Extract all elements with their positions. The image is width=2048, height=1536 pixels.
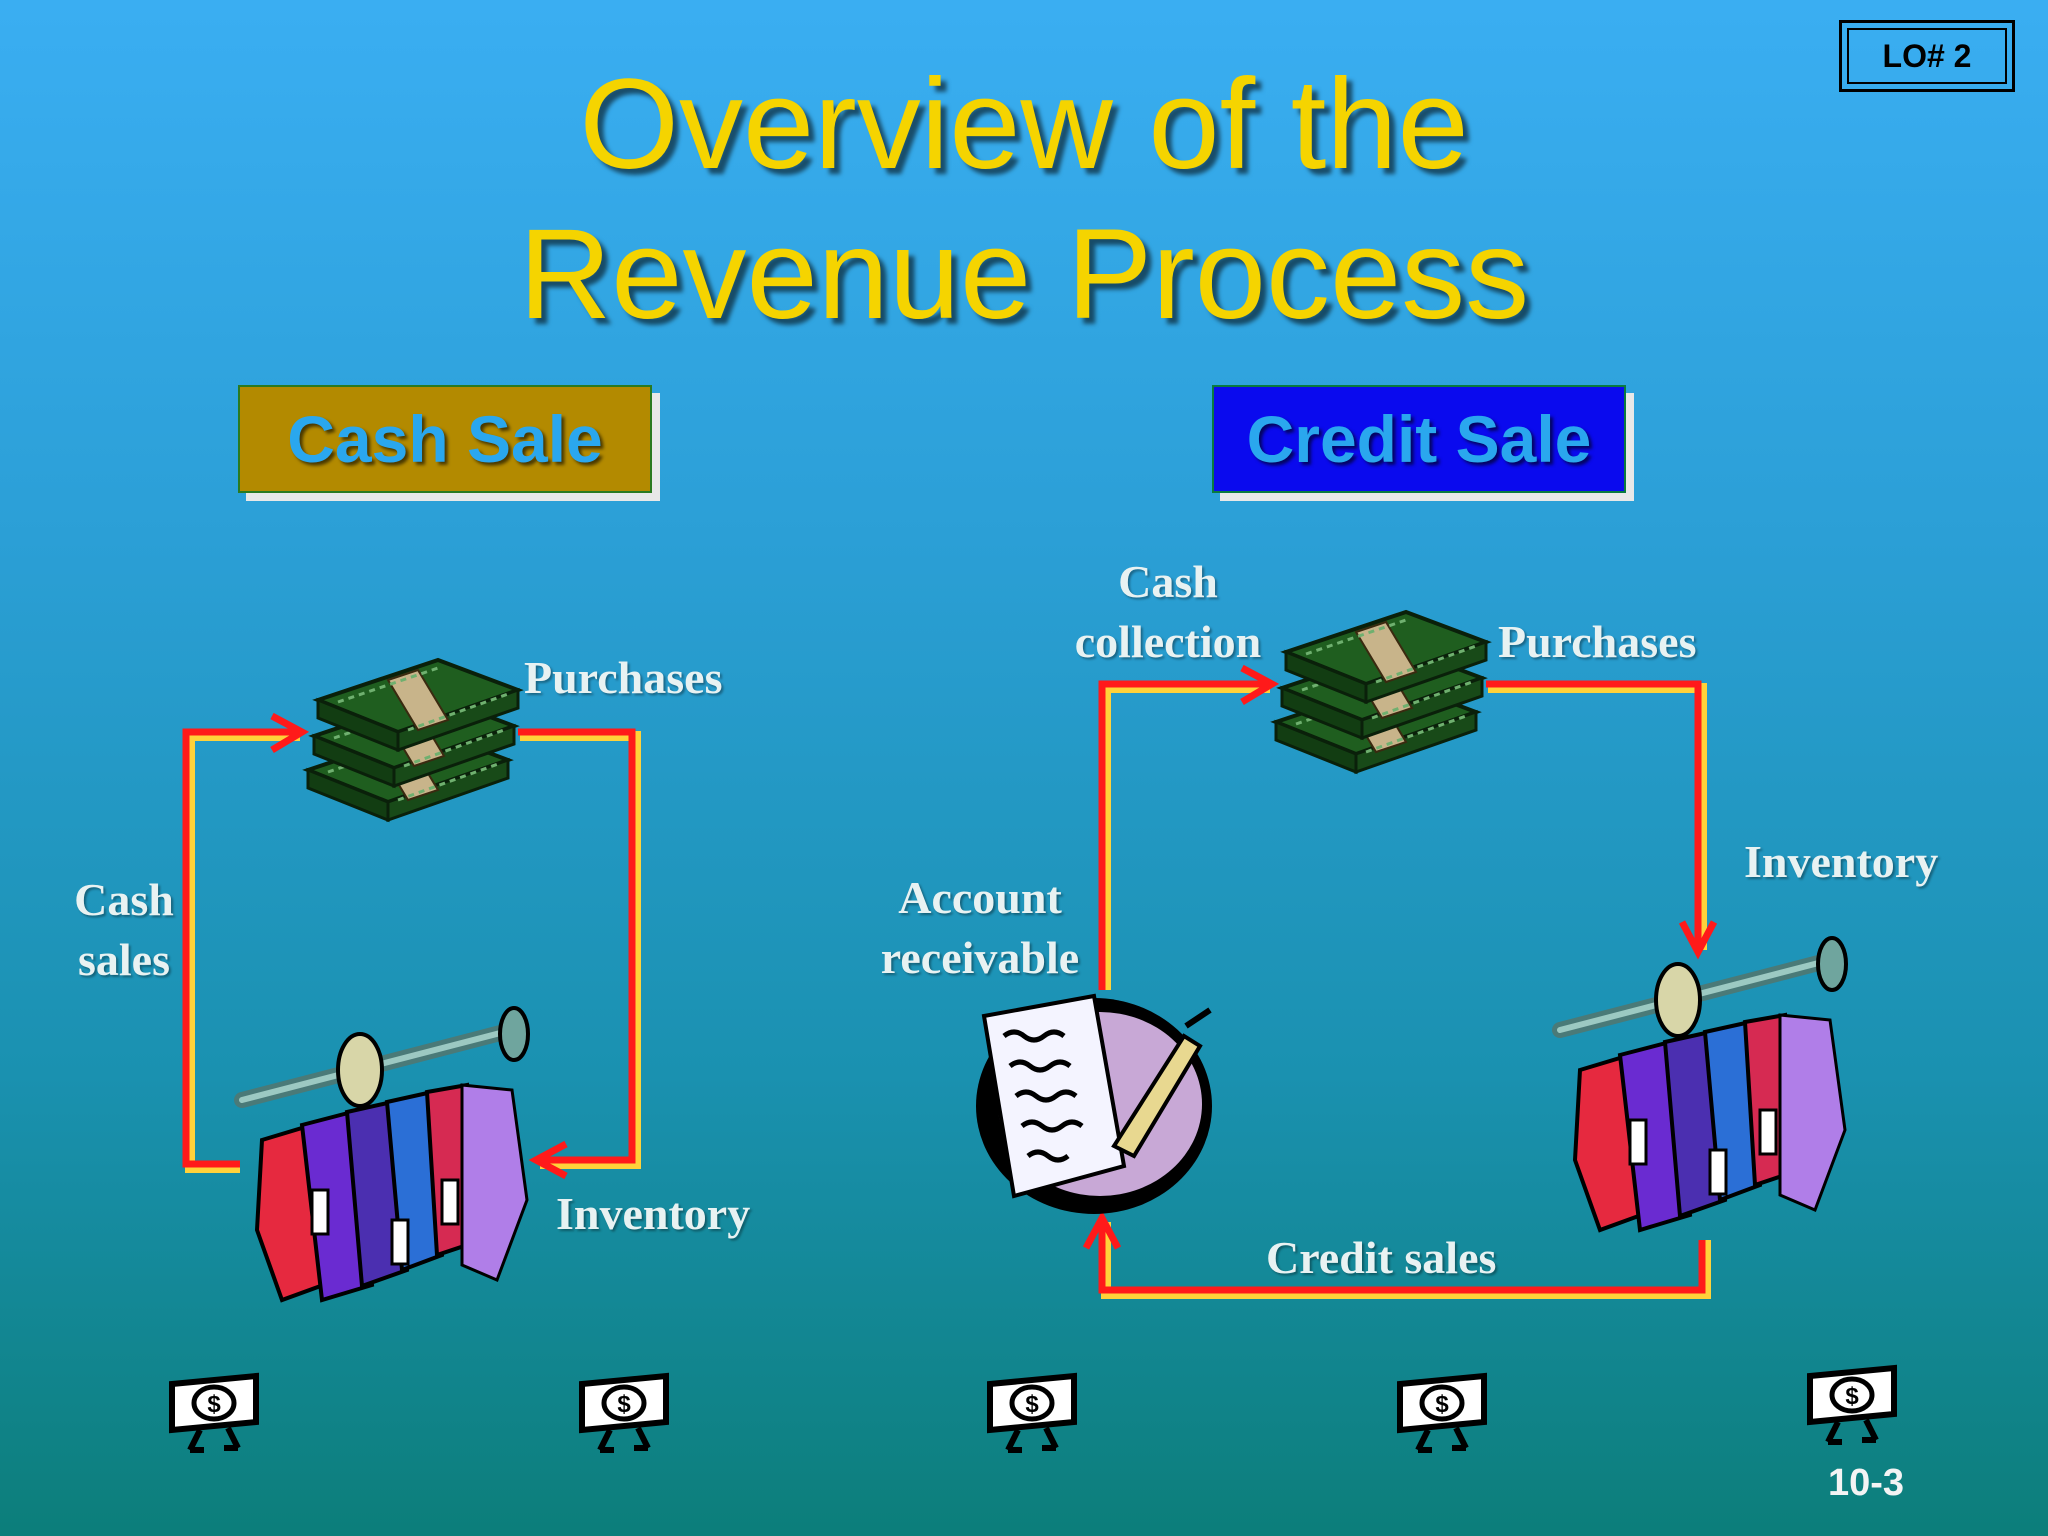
cash-collection-label: Cash collection: [1048, 552, 1288, 672]
lo-badge: LO# 2: [1839, 20, 2015, 92]
credit-sales-label: Credit sales: [1266, 1232, 1497, 1283]
cash-sales-label: Cash sales: [56, 870, 192, 990]
dollar-walking-icon: [1810, 1368, 1894, 1442]
money-stack-icon: [1276, 612, 1486, 772]
slide-title: Overview of the Revenue Process: [0, 50, 2048, 350]
cash-collection-label-line2: collection: [1074, 616, 1262, 667]
credit-inventory-label: Inventory: [1744, 836, 1939, 887]
credit-sale-heading: Credit Sale: [1212, 385, 1626, 493]
cash-purchases-label: Purchases: [524, 652, 723, 703]
slide-title-text: Overview of the Revenue Process: [518, 53, 1530, 346]
lo-badge-text: LO# 2: [1847, 28, 2007, 84]
clothing-rack-icon: [242, 1008, 528, 1300]
dollar-walking-icon: [582, 1376, 666, 1450]
cash-sales-label-line1: Cash: [74, 874, 174, 925]
cash-collection-label-line1: Cash: [1118, 556, 1218, 607]
credit-sale-arrows: [1082, 664, 1718, 1299]
money-stack-icon: [308, 660, 518, 820]
cash-sale-arrows: [182, 712, 641, 1180]
invoice-document-icon: [976, 996, 1212, 1214]
dollar-walking-icon: [172, 1376, 256, 1450]
credit-purchases-label: Purchases: [1498, 616, 1697, 667]
cash-sales-label-line2: sales: [78, 934, 170, 985]
clothing-rack-icon: [1560, 938, 1846, 1230]
account-receivable-label-line2: receivable: [880, 932, 1080, 983]
page-number: 10-3: [1828, 1462, 1905, 1504]
dollar-walking-icon: [1400, 1376, 1484, 1450]
account-receivable-label: Account receivable: [860, 868, 1100, 988]
account-receivable-label-line1: Account: [898, 872, 1062, 923]
cash-inventory-label: Inventory: [556, 1188, 751, 1239]
cash-sale-heading: Cash Sale: [238, 385, 652, 493]
dollar-walking-icon: [990, 1376, 1074, 1450]
